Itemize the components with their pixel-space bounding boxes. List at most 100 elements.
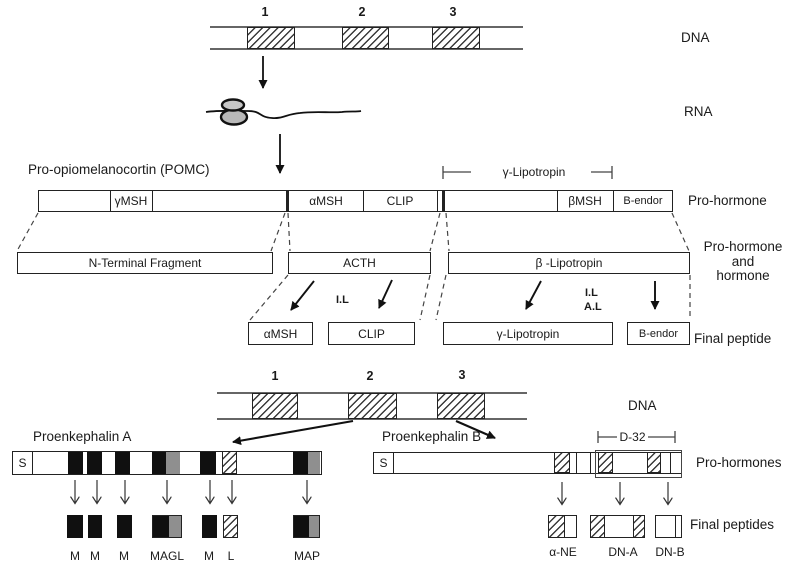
il-enzyme-label-left: I.L <box>336 294 349 306</box>
met-enkephalin-peptide <box>88 515 102 538</box>
final-bendor-box: B-endor <box>627 322 690 345</box>
rna-molecule <box>205 98 362 126</box>
map-gray-part <box>309 516 319 537</box>
segment-bmsh: βMSH <box>568 194 602 208</box>
row-label-line3: hormone <box>716 268 770 283</box>
bottom-exon3-number: 3 <box>458 368 466 382</box>
peptide-label-dnb: DN-B <box>655 545 685 559</box>
prohormones-row-label: Pro-hormones <box>696 455 782 470</box>
signal-peptide-a: S <box>13 452 33 474</box>
final-clip-box: CLIP <box>328 322 415 345</box>
peptide-label-m2: M <box>90 549 100 563</box>
bottom-exon2-number: 2 <box>366 369 374 383</box>
magl-peptide <box>152 515 182 538</box>
met-enkephalin-peptide <box>67 515 83 538</box>
dna-hatched-left <box>591 516 605 537</box>
bar-divider <box>576 453 578 473</box>
met-enkephalin-segment <box>115 452 130 474</box>
ane-hatched-part <box>549 516 565 537</box>
row-label-line1: Pro-hormone <box>703 239 783 254</box>
map-peptide <box>293 515 320 538</box>
dna-hatched-right <box>633 516 644 537</box>
proenkephalin-b-cleavage-arrows <box>562 482 668 504</box>
extension-segment <box>166 452 180 474</box>
final-gamma-lipotropin-box: γ-Lipotropin <box>443 322 613 345</box>
bar-divider <box>110 190 112 212</box>
met-enkephalin-segment <box>68 452 83 474</box>
bar-divider <box>363 190 365 212</box>
prohormone-and-hormone-row-label: Pro-hormone and hormone <box>692 239 794 284</box>
bar-divider <box>675 516 677 537</box>
met-enkephalin-segment <box>200 452 216 474</box>
top-dna-label: DNA <box>681 30 710 45</box>
final-peptides-row-label: Final peptides <box>690 517 775 532</box>
il-enzyme-label-right: I.L <box>585 287 598 299</box>
d32-region-outline <box>595 450 682 478</box>
dynorphin-b-peptide <box>655 515 682 538</box>
peptide-label-magl: MAGL <box>149 549 184 563</box>
d32-bracket-label: D-32 <box>619 430 646 444</box>
top-exon1-number: 1 <box>261 5 269 19</box>
peptide-label-dna: DN-A <box>608 545 638 559</box>
final-amsh-box: αMSH <box>248 322 313 345</box>
mrna-strand <box>205 109 362 120</box>
al-enzyme-label-right: A.L <box>584 301 602 313</box>
bar-divider <box>590 453 592 473</box>
row-label-line2: and <box>731 253 755 269</box>
beta-lipotropin-box: β -Lipotropin <box>448 252 690 274</box>
met-enkephalin-peptide <box>117 515 132 538</box>
extension-segment <box>308 452 320 474</box>
proenkephalin-a-title: Proenkephalin A <box>33 429 132 444</box>
peptide-label-m4: M <box>204 549 214 563</box>
met-enkephalin-segment <box>293 452 308 474</box>
bottom-exon1-box <box>252 393 298 419</box>
proenkephalin-b-bar: S <box>373 452 682 474</box>
met-enkephalin-peptide <box>202 515 217 538</box>
magl-black-part <box>153 516 169 537</box>
top-exon1-box <box>247 27 295 49</box>
top-exon2-box <box>342 27 389 49</box>
segment-gmsh: γMSH <box>114 194 148 208</box>
bar-divider <box>152 190 154 212</box>
bar-divider <box>437 190 439 212</box>
leu-enkephalin-peptide <box>223 515 238 538</box>
ribosome-icon <box>219 108 249 126</box>
top-exon3-box <box>432 27 480 49</box>
magl-gray-part <box>169 516 181 537</box>
ribosome-icon <box>220 98 246 112</box>
bottom-exon1-number: 1 <box>271 369 279 383</box>
bottom-exon3-box <box>437 393 485 419</box>
prohormone-row-label: Pro-hormone <box>688 193 767 208</box>
bottom-exon2-box <box>348 393 397 419</box>
final-peptide-row-label: Final peptide <box>694 331 772 346</box>
gene-to-prohormone-arrows <box>232 419 496 446</box>
signal-peptide-b: S <box>374 453 394 473</box>
gamma-lipotropin-bracket-label: γ-Lipotropin <box>502 165 566 179</box>
bar-divider-thick <box>442 190 445 212</box>
peptide-label-map: MAP <box>293 549 320 563</box>
alpha-neoendorphin-peptide <box>548 515 577 538</box>
dynorphin-a-core-segment <box>598 452 613 473</box>
top-exon2-number: 2 <box>358 5 366 19</box>
peptide-label-m3: M <box>119 549 129 563</box>
met-enkephalin-segment <box>152 452 166 474</box>
rna-label: RNA <box>684 104 713 119</box>
top-exon3-number: 3 <box>449 5 457 19</box>
bottom-dna-label: DNA <box>628 398 657 413</box>
bar-divider <box>557 190 559 212</box>
map-black-part <box>294 516 309 537</box>
bar-divider <box>613 190 615 212</box>
dynorphin-a-peptide <box>590 515 645 538</box>
peptide-label-ane: α-NE <box>549 545 577 559</box>
gamma-lipotropin-bracket <box>442 166 613 179</box>
pomc-prohormone-bar <box>38 190 673 212</box>
proenkephalin-a-bar: S <box>12 451 322 475</box>
proenkephalin-b-title: Proenkephalin B <box>382 429 482 444</box>
met-enkephalin-segment <box>87 452 102 474</box>
bar-divider-thick <box>286 190 289 212</box>
proenkephalin-a-cleavage-arrows <box>75 480 307 503</box>
cleavage-arrows <box>290 279 660 311</box>
segment-bendor: B-endor <box>623 195 663 207</box>
prohormone-dashed-connectors <box>16 212 690 252</box>
pomc-title: Pro-opiomelanocortin (POMC) <box>28 162 210 177</box>
